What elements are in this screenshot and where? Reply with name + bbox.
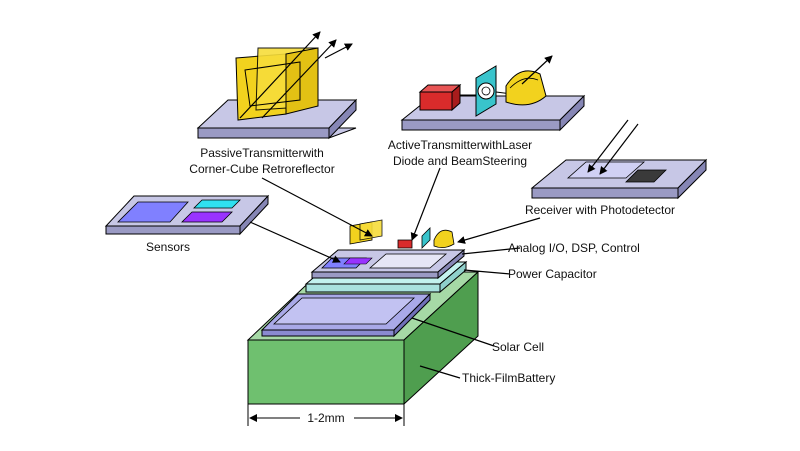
laser-diode xyxy=(419,91,453,111)
passive-transmitter-label-line2: Corner-Cube Retroreflector xyxy=(189,162,334,176)
receiver-illustration xyxy=(530,119,708,200)
sensor-purple xyxy=(181,211,233,223)
passive-transmitter-label-line1: PassiveTransmitterwith xyxy=(200,146,324,160)
sensor-cyan xyxy=(193,199,241,209)
battery-front xyxy=(247,339,405,405)
passive-transmitter-illustration xyxy=(196,31,358,140)
sensor-blue xyxy=(117,201,189,223)
device-stack xyxy=(246,219,480,406)
solar-cell-label: Solar Cell xyxy=(492,340,544,354)
dimension-label: 1-2mm xyxy=(307,411,344,425)
leader-lines xyxy=(249,167,541,379)
sensors-label: Sensors xyxy=(146,240,190,254)
beam-steering-mirror xyxy=(505,70,547,106)
battery-side xyxy=(403,270,479,406)
active-transmitter-illustration xyxy=(400,55,586,132)
sensors-illustration xyxy=(104,194,270,236)
dimension-marker xyxy=(247,404,405,426)
battery-label: Thick-FilmBattery xyxy=(462,371,555,385)
active-transmitter-label-line1: ActiveTransmitterwithLaser xyxy=(388,138,532,152)
active-transmitter-label-line2: Diode and BeamSteering xyxy=(393,154,527,168)
analog-label: Analog I/O, DSP, Control xyxy=(508,241,640,255)
photodetector xyxy=(625,169,667,183)
power-capacitor-label: Power Capacitor xyxy=(508,267,597,281)
receiver-label: Receiver with Photodetector xyxy=(525,203,675,217)
